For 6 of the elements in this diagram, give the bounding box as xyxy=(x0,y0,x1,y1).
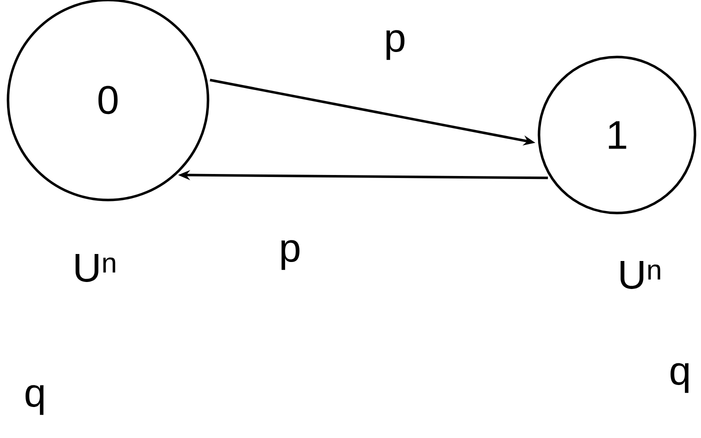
probability-label: q xyxy=(670,363,689,393)
state-label: U$^{n}$ xyxy=(620,261,660,289)
state-label: U$^{n}$ xyxy=(76,254,116,282)
probability-label: q xyxy=(26,385,44,415)
edge-label: p xyxy=(382,29,408,61)
edge-label: p xyxy=(278,239,302,271)
